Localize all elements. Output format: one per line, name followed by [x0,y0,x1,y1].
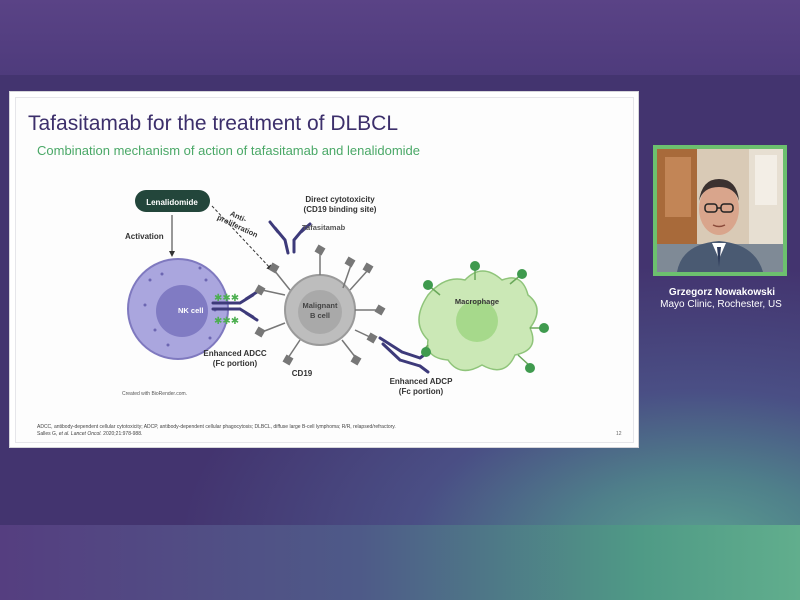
granzyme-stars: ✱✱✱ ✱✱✱ [214,293,239,327]
slide-page-number: 12 [616,431,622,437]
cd19-stem [342,264,352,289]
macrophage-receptors [421,261,549,373]
direct-cytotoxicity-label-1: Direct cytotoxicity [305,195,375,204]
nk-cell-nucleus [156,285,208,337]
malignant-label-2: B cell [310,311,330,320]
slide-title: Tafasitamab for the treatment of DLBCL [28,112,399,135]
footnote-abbreviations: ADCC, antibody-dependent cellular cytoto… [37,424,396,430]
speaker-webcam [653,145,787,276]
background-bottom [0,525,800,600]
cd19-tips [254,244,386,366]
nk-cell-label: NK cell [178,306,203,315]
mechanism-diagram: Lenalidomide Activation Anti- proliferat… [125,190,549,396]
slide-content-area [15,97,634,443]
speaker-affiliation: Mayo Clinic, Rochester, US [660,299,782,310]
reference-journal: et al. Lancet Oncol. [58,431,102,437]
tafasitamab-label: Tafasitamab [302,223,346,232]
svg-text:✱✱✱: ✱✱✱ [214,293,239,304]
enhanced-adcp-label-1: Enhanced ADCP [390,377,453,386]
lenalidomide-label: Lenalidomide [146,198,198,207]
footnote-reference: Salles G, et al. Lancet Oncol. 2020;21:9… [37,431,396,438]
slide-subtitle: Combination mechanism of action of tafas… [37,143,420,158]
lenalidomide-pill [135,190,210,212]
adcp-antibodies [378,336,430,374]
enhanced-adcp-label-2: (Fc portion) [399,387,444,396]
cd19-label: CD19 [292,369,313,378]
biorender-credit: Created with BioRender.com. [122,391,188,397]
reference-details: 2020;21:978-988. [101,431,143,437]
macrophage-label: Macrophage [455,297,499,306]
malignant-label-1: Malignant [303,301,339,310]
macrophage-nucleus [456,300,498,342]
enhanced-adcc-label-1: Enhanced ADCC [203,349,266,358]
cd19-receptors [261,252,380,359]
presentation-slide [9,91,639,448]
tafasitamab-antibody [268,220,312,255]
slide-footnote: ADCC, antibody-dependent cellular cytoto… [37,424,396,438]
reference-authors: Salles G, [37,431,59,437]
adcc-antibodies [211,290,259,322]
speaker-video-frame [657,149,783,272]
background-top [0,0,800,75]
malignant-b-cell-nucleus [298,290,342,334]
speaker-name: Grzegorz Nowakowski [668,287,776,298]
activation-label: Activation [125,232,164,241]
webcam-video [657,149,783,272]
enhanced-adcc-label-2: (Fc portion) [213,359,258,368]
svg-text:✱✱✱: ✱✱✱ [214,316,239,327]
direct-cytotoxicity-label-2: (CD19 binding site) [304,205,377,214]
